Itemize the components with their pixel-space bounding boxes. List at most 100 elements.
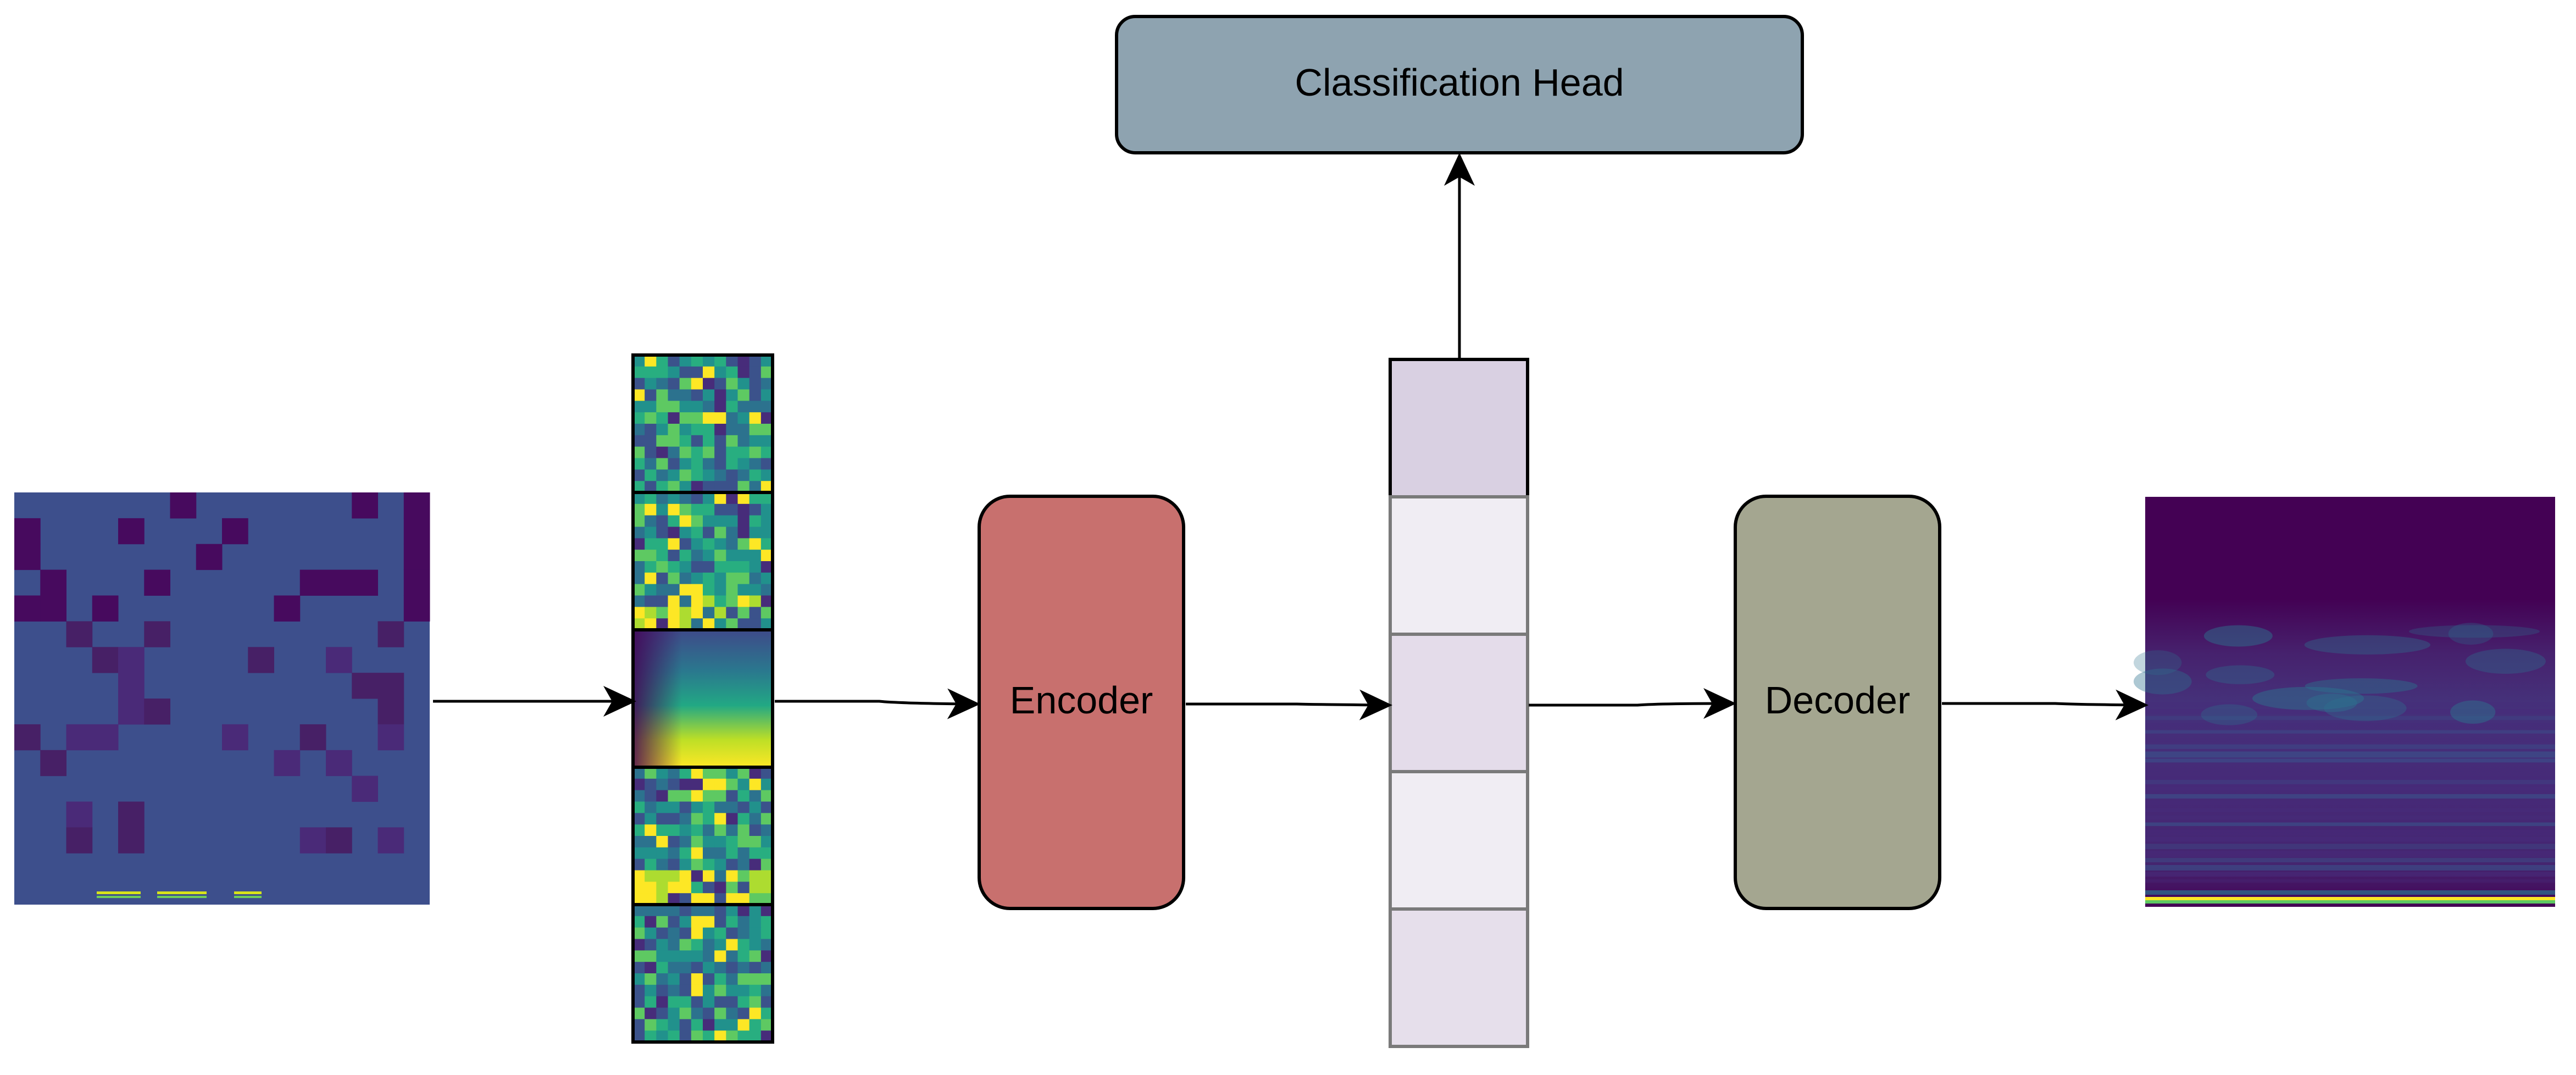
patch-pixel (691, 847, 703, 860)
patch-pixel (714, 503, 726, 516)
patch-pixel (645, 435, 657, 447)
patch-pixel (726, 412, 738, 424)
patch-pixel (656, 527, 668, 539)
spectrogram-blob (2448, 623, 2494, 645)
patch-pixel (633, 836, 645, 848)
patch-pixel (645, 481, 657, 493)
patch-pixel (679, 984, 692, 997)
patch-pixel (668, 595, 680, 607)
patch-pixel (703, 905, 715, 917)
decoder-block: Decoder (1734, 495, 1941, 910)
patch-pixel (645, 973, 657, 985)
patch-pixel (714, 607, 726, 619)
spectrogram-band (2145, 758, 2555, 763)
patch-pixel (656, 813, 668, 825)
patch-pixel (714, 595, 726, 607)
patch-pixel (668, 870, 680, 882)
patch-pixel (726, 916, 738, 928)
patch-pixel (645, 550, 657, 562)
patch-pixel (656, 847, 668, 860)
patch-pixel (726, 858, 738, 871)
spectrogram-band (2145, 822, 2555, 826)
token-column (1389, 358, 1529, 1048)
patch-pixel (691, 572, 703, 585)
masked-patch (326, 569, 352, 596)
patch-pixel (749, 893, 762, 905)
patch-pixel (668, 572, 680, 585)
patch-pixel (760, 996, 773, 1008)
patch-pixel (760, 424, 773, 436)
patch-pixel (645, 893, 657, 905)
patch-pixel (726, 847, 738, 860)
patch-pixel (691, 584, 703, 596)
patch-pixel (737, 767, 750, 779)
patch-pixel (737, 378, 750, 390)
patch-pixel (737, 584, 750, 596)
patch-pixel (656, 424, 668, 436)
patch-pixel (679, 1030, 692, 1043)
patch-pixel (668, 515, 680, 527)
patch-pixel (714, 492, 726, 505)
patch-pixel (645, 389, 657, 401)
patch-pixel (749, 962, 762, 974)
patch-pixel (679, 401, 692, 413)
patch-pixel (633, 378, 645, 390)
classification-head-block: Classification Head (1115, 15, 1804, 154)
masked-patch (144, 569, 170, 596)
patch-pixel (633, 401, 645, 413)
patch-pixel (645, 366, 657, 379)
patch-pixel (691, 882, 703, 894)
patch-pixel (691, 446, 703, 458)
patch-pixel (656, 916, 668, 928)
masked-patch (14, 724, 41, 751)
masked-patch (14, 544, 41, 570)
patch-pixel (726, 481, 738, 493)
patch-pixel (703, 550, 715, 562)
patch-pixel (645, 412, 657, 424)
patch-pixel (760, 858, 773, 871)
patch-pixel (714, 778, 726, 791)
patch-pixel (749, 1019, 762, 1031)
masked-patch (92, 595, 119, 622)
patch-pixel (656, 767, 668, 779)
token (1389, 633, 1529, 773)
patch-pixel (656, 962, 668, 974)
patch-pixel (714, 824, 726, 836)
patch-pixel (737, 458, 750, 470)
patch-pixel (633, 973, 645, 985)
patch-pixel (645, 378, 657, 390)
patch-pixel (703, 446, 715, 458)
patch-pixel (749, 503, 762, 516)
patch-pixel (726, 813, 738, 825)
patch-pixel (668, 481, 680, 493)
masked-patch (274, 595, 301, 622)
arrow-encoder-to-tokens (1186, 689, 1392, 721)
patch-pixel (633, 503, 645, 516)
patch-pixel (656, 1019, 668, 1031)
patch-pixel (714, 882, 726, 894)
patch-pixel (703, 882, 715, 894)
patch-pixel (749, 1007, 762, 1019)
patch-pixel (737, 424, 750, 436)
patch-pixel (737, 847, 750, 860)
patch-pixel (645, 905, 657, 917)
patch-pixel (737, 366, 750, 379)
patch-pixel (737, 515, 750, 527)
cls-token (1389, 358, 1529, 498)
spectrogram-band (2145, 890, 2555, 895)
patch-pixel (691, 435, 703, 447)
patch-pixel (714, 584, 726, 596)
patch-pixel (691, 962, 703, 974)
patch-pixel (656, 893, 668, 905)
patch-pixel (703, 355, 715, 367)
patch-pixel (656, 790, 668, 802)
patch-pixel (668, 905, 680, 917)
patch-pixel (633, 916, 645, 928)
patch-pixel (645, 916, 657, 928)
patch-pixel (714, 836, 726, 848)
patch-pixel (703, 790, 715, 802)
patch-pixel (679, 962, 692, 974)
patch-pixel (679, 767, 692, 779)
patch-pixel (737, 572, 750, 585)
patch-pixel (726, 996, 738, 1008)
